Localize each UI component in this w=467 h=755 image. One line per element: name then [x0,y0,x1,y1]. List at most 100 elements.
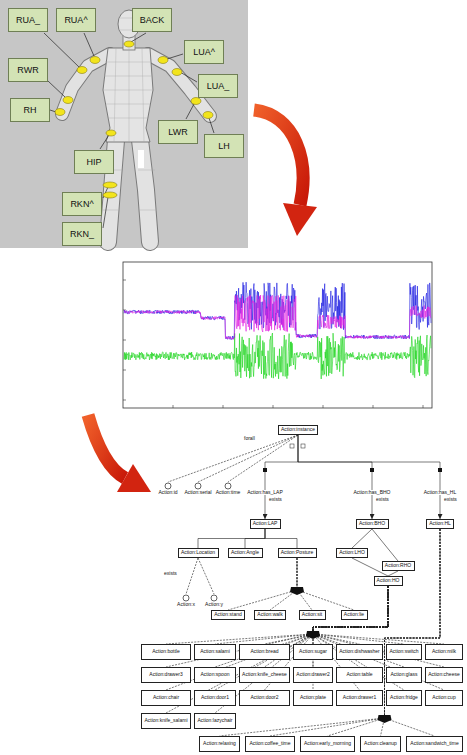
connectors [166,435,444,736]
node-text: Action:dishwasher [339,649,380,655]
object-box: Action:milk [425,644,463,660]
node-text: Action:relaxing [203,741,236,747]
node-text: Action:drawer3 [149,672,182,678]
node-text: Action:glass [391,672,418,678]
sensor-label: RUA_ [8,8,48,32]
node-text: Action:LAP [253,521,278,527]
sensor-label: RWR [8,58,48,82]
node-text: Action:id [158,490,177,496]
arrow-head [283,203,317,236]
object-box: Action:salami [194,644,236,660]
node-text: Action:LHO [339,550,365,556]
connector [297,558,354,610]
plot-frame [123,262,432,408]
node-text: Action:sandwich_time [410,741,458,747]
node-text: Action:time [216,490,241,496]
node-text: Action:table [346,672,372,678]
axiom-label: exists [163,571,178,577]
connector [215,586,388,690]
circle-outline [164,482,172,490]
object-box: Action:door2 [239,690,290,706]
class-box: Action:HL [426,519,454,529]
axiom-label: exists [375,497,390,503]
connector [298,435,440,519]
sensor-label: RH [10,98,50,122]
node-text: Action:switch [389,649,418,655]
object-box: Action:lazychair [194,713,236,729]
signal-traces [124,282,431,379]
node-text: Action:bottle [152,649,180,655]
arrow-shaft [88,415,125,478]
node-text: Action:cleanup [364,741,397,747]
circle-shape [211,595,217,601]
connector [198,529,265,548]
edge-label: Action:has_LAP [246,490,284,496]
object-box: Action:plate [293,690,333,706]
class-box: Action:walk [254,610,286,620]
node-text: Action:stand [214,612,242,618]
axiom-label: exists [268,497,283,503]
class-box: Action:Posture [278,548,317,558]
class-box: Action:Angle [228,548,263,558]
connector [215,586,388,644]
node-text: Action:door2 [250,695,278,701]
object-box: Action:drawer2 [293,667,333,683]
object-box: Action:chair [141,690,191,706]
node-text: Action:drawer2 [296,672,329,678]
arrow-head [117,464,151,492]
sensor-label: LUA^ [184,40,224,64]
object-box: Action:table [336,667,383,683]
node-text: RUA_ [16,15,40,25]
red-arrow [88,415,151,492]
node-text: Action:lie [344,612,364,618]
object-box: Action:knife_cheese [239,667,290,683]
node-text: HIP [86,157,101,167]
node-text: Action:knife_cheese [242,672,287,678]
activity-box: Action:relaxing [199,736,240,752]
class-box: Action:HO [374,576,403,586]
sensor-label: LWR [158,120,198,144]
activity-box: Action:early_morning [300,736,355,752]
node-text: RKN_ [70,229,94,239]
node-text: Action:BHO [359,521,385,527]
node-text: Action:bread [250,649,278,655]
property-circle: Action:id [158,482,178,496]
node-text: Action:y [205,602,223,608]
node-text: RKN^ [70,199,93,209]
sensor-label: BACK [132,8,172,32]
circle-shape [165,483,171,489]
figure-panel [0,0,248,248]
property-circle: Action:serial [184,482,212,496]
connector [265,435,298,519]
node-text: Action:door1 [201,695,229,701]
object-box: Action:dishwasher [336,644,383,660]
node-text: Action:serial [184,490,211,496]
signal-plot [123,262,432,408]
class-box: Action:stand [211,610,245,620]
connector [372,529,398,561]
connector [297,558,312,610]
node-text: Action:HL [429,521,451,527]
node-text: Action:milk [432,649,456,655]
node-text: Action:sugar [299,649,327,655]
node-text: Action:early_morning [304,741,351,747]
object-box: Action:knife_salami [141,713,191,729]
connector [265,529,297,548]
node-text: BACK [140,15,165,25]
object-box: Action:sugar [293,644,333,660]
class-box: Action:Location [178,548,219,558]
node-text: Action:chair [153,695,179,701]
arrow-shaft [254,110,303,205]
class-box: Action:instance [278,425,318,435]
sensor-label: LUA_ [198,74,238,98]
connector [166,586,388,713]
class-box: Action:LHO [336,548,368,558]
object-box: Action:spoon [194,667,236,683]
node-text: Action:cheese [428,672,459,678]
connector [198,435,298,482]
object-box: Action:bread [239,644,290,660]
node-text: Action:Location [181,550,215,556]
